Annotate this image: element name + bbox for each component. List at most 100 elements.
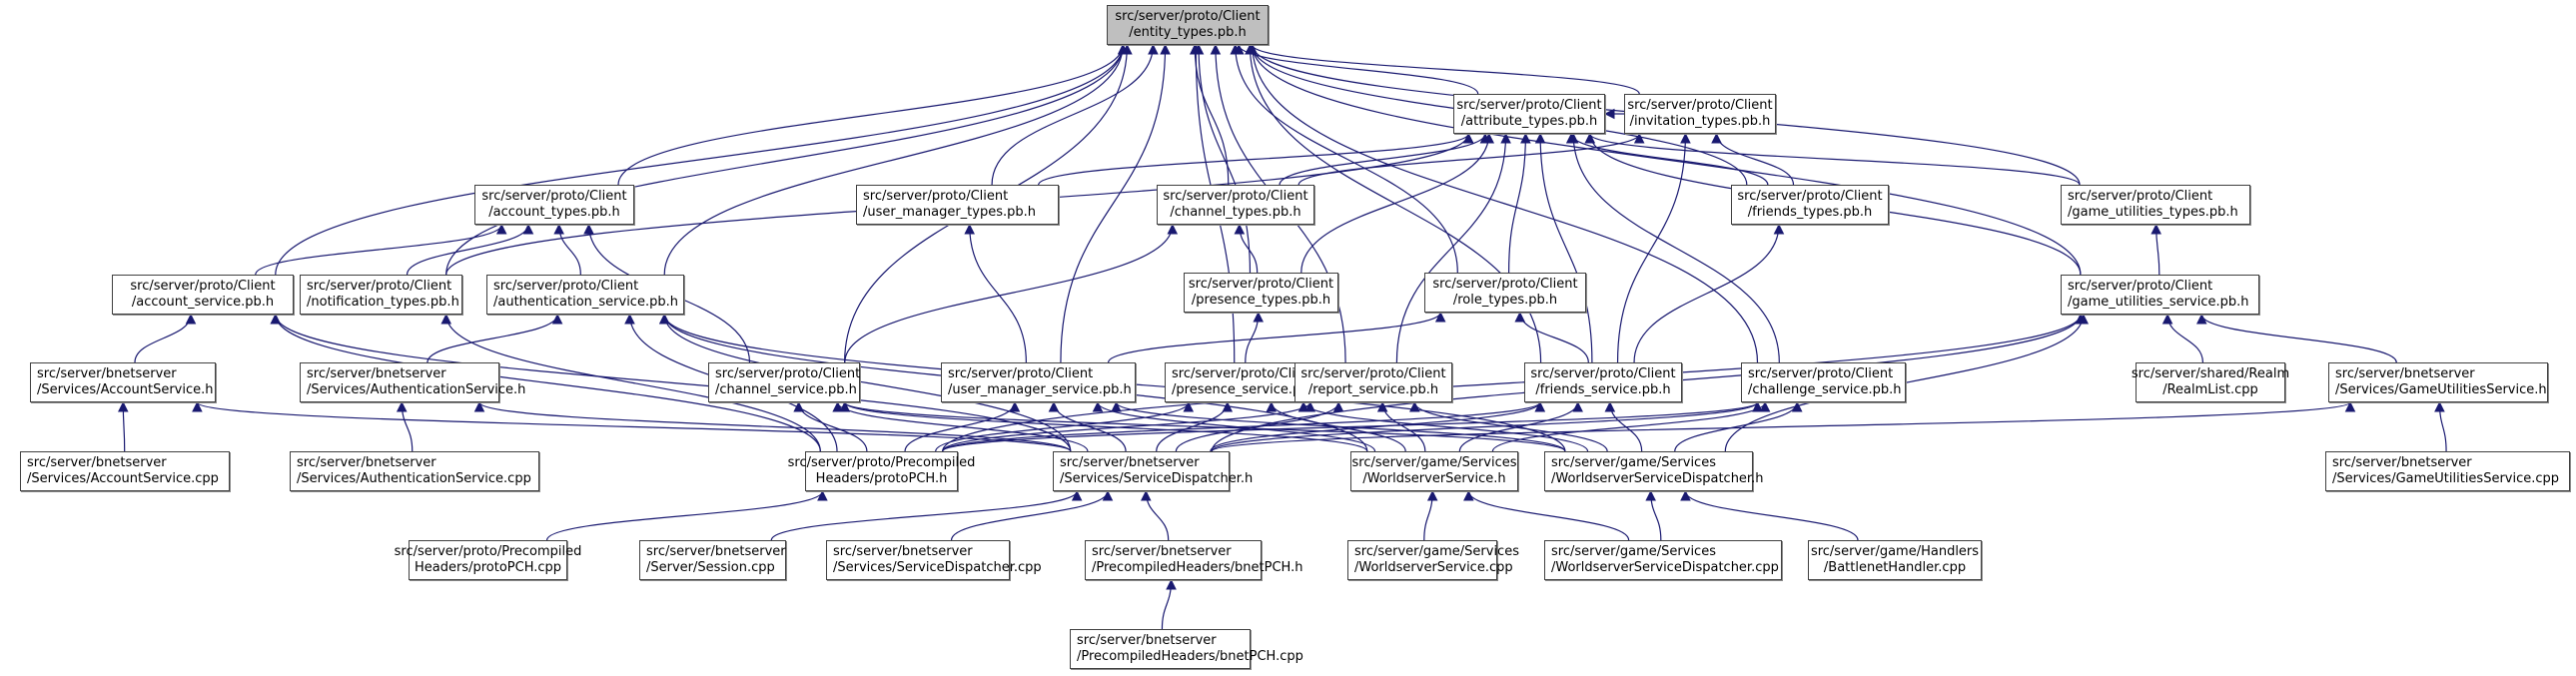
node-attribute-types[interactable]: src/server/proto/Client/attribute_types.… [1453,94,1605,134]
node-entity-types[interactable]: src/server/proto/Client/entity_types.pb.… [1107,5,1269,45]
node-file-line: /friends_service.pb.h [1535,382,1671,397]
edge-account-service-to-account-types [255,223,507,276]
node-file-line: /channel_service.pb.h [715,382,857,397]
node-account-service[interactable]: src/server/proto/Client/account_service.… [112,275,294,315]
node-battlenethandler-cpp[interactable]: src/server/game/Handlers/BattlenetHandle… [1808,540,1982,580]
node-file-line: /authentication_service.pb.h [493,295,678,310]
edge-invitation-types-to-entity-types [1247,43,1640,95]
node-file-line: /Services/AccountService.h [37,382,214,397]
node-bnetpch-cpp[interactable]: src/server/bnetserver/PrecompiledHeaders… [1070,629,1303,669]
node-path-line: src/server/proto/Client [863,189,1009,204]
node-invitation-types[interactable]: src/server/proto/Client/invitation_types… [1624,94,1776,134]
node-path-line: src/server/proto/Precompiled [394,544,582,559]
node-path-line: src/server/bnetserver [1077,633,1217,648]
node-authentication-service[interactable]: src/server/proto/Client/authentication_s… [486,275,684,315]
node-notification-types[interactable]: src/server/proto/Client/notification_typ… [300,275,462,315]
node-file-line: /report_service.pb.h [1307,382,1439,397]
node-path-line: src/server/proto/Client [1432,277,1578,292]
node-file-line: Headers/protoPCH.cpp [414,560,562,575]
edge-report-service-to-attribute-types [1395,132,1511,363]
node-authenticationservice-cpp[interactable]: src/server/bnetserver/Services/Authentic… [290,451,539,491]
node-user-manager-service[interactable]: src/server/proto/Client/user_manager_ser… [941,362,1136,402]
node-worldserverservice-h[interactable]: src/server/game/Services/WorldserverServ… [1350,451,1518,491]
node-friends-types[interactable]: src/server/proto/Client/friends_types.pb… [1731,185,1889,225]
edge-worldserverservicedispatcher-h-to-presence-service [1297,400,1589,452]
node-path-line: src/server/bnetserver [646,544,786,559]
edge-worldserverservice-h-to-challenge-service [1491,400,1771,452]
edge-friends-service-to-role-types [1514,311,1589,363]
node-file-line: /PrecompiledHeaders/bnetPCH.h [1092,560,1303,575]
node-authenticationservice-h[interactable]: src/server/bnetserver/Services/Authentic… [300,362,525,402]
node-file-line: /challenge_service.pb.h [1748,382,1902,397]
edge-presence-types-to-channel-types [1234,223,1259,274]
node-file-line: /Services/GameUtilitiesService.cpp [2332,471,2560,486]
node-file-line: /role_types.pb.h [1452,293,1558,308]
node-file-line: /invitation_types.pb.h [1629,114,1771,129]
node-file-line: /attribute_types.pb.h [1460,114,1598,129]
node-path-line: src/server/bnetserver [1092,544,1232,559]
edge-friends-service-to-friends-types [1633,223,1785,363]
edge-friends-types-to-invitation-types [1711,132,1795,186]
edge-notification-types-to-account-types [406,223,534,276]
node-path-line: src/server/proto/Client [2068,279,2213,294]
edge-protopch-h-to-challenge-service [942,400,1763,452]
node-file-line: /game_utilities_service.pb.h [2068,295,2249,310]
edge-authentication-service-to-entity-types [663,43,1129,276]
node-user-manager-types[interactable]: src/server/proto/Client/user_manager_typ… [856,185,1059,225]
node-file-line: /RealmList.cpp [2162,382,2258,397]
node-servicedispatcher-cpp[interactable]: src/server/bnetserver/Services/ServiceDi… [826,540,1042,580]
node-accountservice-h[interactable]: src/server/bnetserver/Services/AccountSe… [30,362,216,402]
node-account-types[interactable]: src/server/proto/Client/account_types.pb… [474,185,634,225]
edge-user-manager-service-to-entity-types [1060,43,1171,363]
node-file-line: /channel_types.pb.h [1170,205,1301,220]
node-presence-types[interactable]: src/server/proto/Client/presence_types.p… [1184,273,1338,313]
node-gameutilities-cpp[interactable]: src/server/bnetserver/Services/GameUtili… [2325,451,2570,491]
node-path-line: src/server/game/Services [1551,544,1716,559]
edge-protopch-h-to-notification-types [440,313,821,452]
node-game-utilities-service[interactable]: src/server/proto/Client/game_utilities_s… [2061,275,2259,315]
edge-protopch-cpp-to-protopch-h [546,489,828,541]
node-challenge-service[interactable]: src/server/proto/Client/challenge_servic… [1741,362,1906,402]
node-realmlist-cpp[interactable]: src/server/shared/Realm/RealmList.cpp [2132,362,2289,402]
edge-friends-types-to-attribute-types [1565,132,1769,186]
node-channel-types[interactable]: src/server/proto/Client/channel_types.pb… [1157,185,1314,225]
edge-role-types-to-entity-types [1230,43,1458,274]
node-path-line: src/server/game/Handlers [1810,544,1980,559]
node-accountservice-cpp[interactable]: src/server/bnetserver/Services/AccountSe… [20,451,230,491]
node-path-line: src/server/proto/Client [307,279,452,294]
edge-account-types-to-entity-types [617,43,1129,186]
edge-authenticationservice-h-to-authentication-service [427,313,563,363]
edge-worldserverservice-h-to-report-service [1376,400,1426,452]
node-role-types[interactable]: src/server/proto/Client/role_types.pb.h [1424,273,1586,313]
edge-game-utilities-types-to-attribute-types [1584,132,2081,186]
edge-gameutilities-cpp-to-gameutilities-h [2434,400,2447,452]
node-channel-service[interactable]: src/server/proto/Client/channel_service.… [708,362,860,402]
node-session-cpp[interactable]: src/server/bnetserver/Server/Session.cpp [639,540,786,580]
node-path-line: src/server/bnetserver [833,544,973,559]
edge-servicedispatcher-cpp-to-servicedispatcher-h [950,489,1114,541]
edge-bnetpch-cpp-to-bnetpch-h [1161,578,1177,630]
node-friends-service[interactable]: src/server/proto/Client/friends_service.… [1524,362,1682,402]
edge-servicedispatcher-h-to-report-service [1175,400,1344,452]
node-worldserverservicedispatcher-cpp[interactable]: src/server/game/Services/WorldserverServ… [1544,540,1782,580]
node-gameutilities-h[interactable]: src/server/bnetserver/Services/GameUtili… [2328,362,2548,402]
edge-protopch-h-to-report-service [942,400,1316,452]
node-path-line: src/server/proto/Client [130,279,276,294]
node-path-line: src/server/bnetserver [297,455,436,470]
node-worldserverservice-cpp[interactable]: src/server/game/Services/WorldserverServ… [1347,540,1519,580]
node-servicedispatcher-h[interactable]: src/server/bnetserver/Services/ServiceDi… [1053,451,1253,491]
node-report-service[interactable]: src/server/proto/Client/report_service.p… [1294,362,1452,402]
node-worldserverservicedispatcher-h[interactable]: src/server/game/Services/WorldserverServ… [1544,451,1763,491]
edge-authentication-service-to-account-types [553,223,581,276]
node-file-line: /presence_types.pb.h [1191,293,1331,308]
node-bnetpch-h[interactable]: src/server/bnetserver/PrecompiledHeaders… [1085,540,1302,580]
edge-channel-service-to-channel-types [844,223,1179,363]
edge-servicedispatcher-h-to-user-manager-service [1048,400,1127,452]
node-path-line: src/server/proto/Client [1748,366,1894,381]
node-game-utilities-types[interactable]: src/server/proto/Client/game_utilities_t… [2061,185,2250,225]
node-file-line: /Services/AuthenticationService.cpp [297,471,531,486]
edge-user-manager-types-to-attribute-types [1038,132,1474,186]
node-path-line: src/server/bnetserver [37,366,177,381]
